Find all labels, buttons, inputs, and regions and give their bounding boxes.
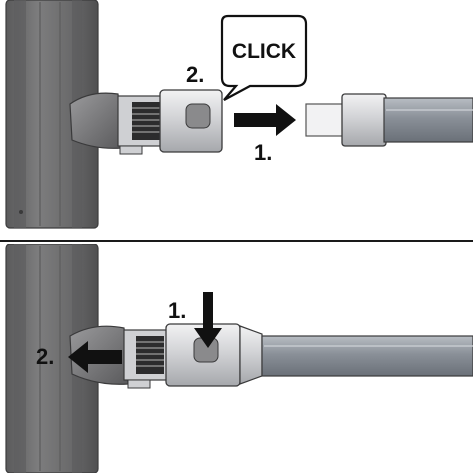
tube-socket [165, 323, 263, 387]
press-arrow [194, 292, 222, 348]
top-step-1-label: 1. [254, 140, 272, 165]
tube-socket [159, 89, 223, 153]
panel-divider [0, 240, 473, 242]
click-label: CLICK [232, 40, 296, 63]
top-step-2-label: 2. [186, 62, 204, 87]
extension-tube [305, 93, 473, 147]
attach-illustration: CLICK 2. 1. [5, 0, 473, 229]
neck-joint [69, 92, 123, 149]
bottom-step-2-label: 2. [36, 344, 54, 369]
pull-arrow [68, 341, 122, 373]
release-panel: 1. 2. [0, 244, 473, 473]
extension-tube [261, 335, 473, 377]
bottom-step-1-label: 1. [168, 298, 186, 323]
release-illustration: 1. 2. [5, 244, 473, 473]
swivel-connector [123, 329, 171, 389]
attach-panel: CLICK 2. 1. [5, 0, 473, 229]
swivel-connector [117, 95, 165, 155]
insert-arrow [234, 104, 296, 136]
click-bubble [220, 14, 308, 101]
